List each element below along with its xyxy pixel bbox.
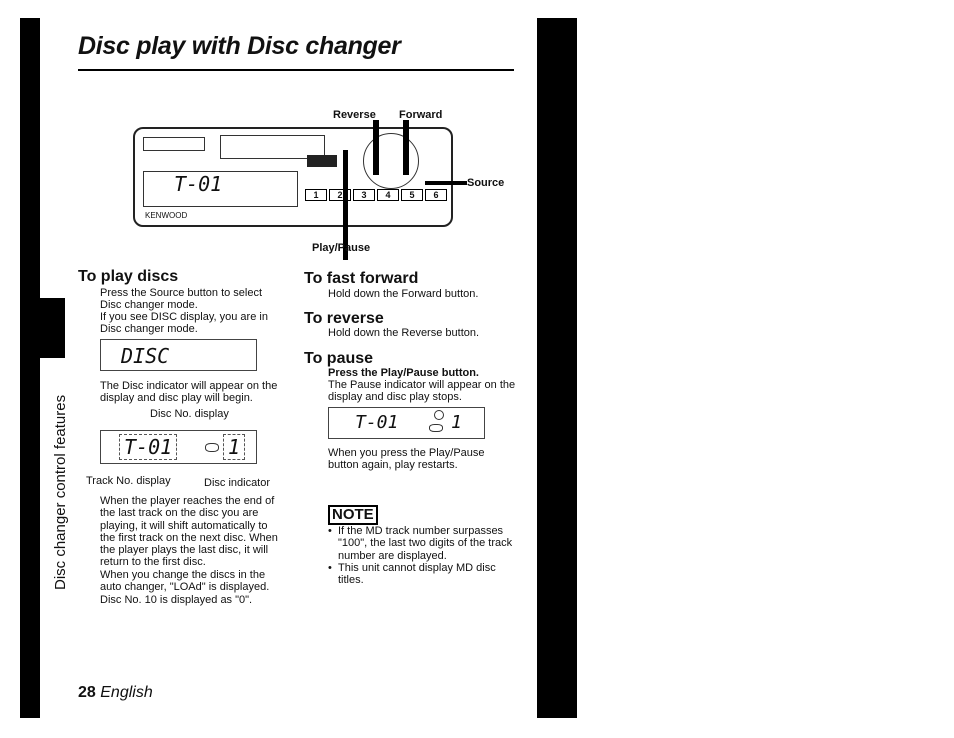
section-side-label: Disc changer control features bbox=[52, 394, 69, 590]
control-dial bbox=[363, 133, 419, 189]
page-title: Disc play with Disc changer bbox=[78, 32, 401, 60]
note-list: If the MD track number surpasses "100", … bbox=[328, 525, 513, 586]
head-unit-illustration: T-01 KENWOOD 1 2 3 4 5 6 bbox=[133, 127, 453, 227]
play-pause-pointer bbox=[343, 150, 348, 260]
disc-no-label: Disc No. display bbox=[150, 408, 229, 420]
play-disc-mode-note: If you see DISC display, you are in Disc… bbox=[100, 311, 268, 336]
play-pause-button bbox=[307, 155, 337, 167]
disc-indicator-icon bbox=[429, 424, 443, 432]
preset-buttons: 1 2 3 4 5 6 bbox=[305, 189, 447, 201]
pause-restart-text: When you press the Play/Pause button aga… bbox=[328, 447, 485, 472]
lcd-disc-no: 1 bbox=[223, 434, 246, 460]
lcd-pause-track: T-01 bbox=[355, 412, 399, 433]
pause-indicator-icon bbox=[434, 410, 444, 420]
preset-3: 3 bbox=[353, 189, 375, 201]
lcd-disc: DISC bbox=[100, 339, 257, 371]
language-label: English bbox=[100, 684, 153, 701]
play-pause-label: Play/Pause bbox=[312, 242, 371, 254]
reverse-text: Hold down the Reverse button. bbox=[328, 327, 480, 339]
lcd-pause-disc: 1 bbox=[451, 412, 462, 433]
preset-1: 1 bbox=[305, 189, 327, 201]
lcd-track-disc: T-01 1 bbox=[100, 430, 257, 464]
lcd-pause: T-01 1 bbox=[328, 407, 485, 439]
ff-heading: To fast forward bbox=[304, 270, 419, 287]
preset-6: 6 bbox=[425, 189, 447, 201]
play-step: Press the Source button to select Disc c… bbox=[100, 287, 280, 312]
play-heading: To play discs bbox=[78, 268, 179, 285]
play-auto-shift-text: When the player reaches the end of the l… bbox=[100, 495, 278, 569]
cd-slot bbox=[220, 135, 325, 159]
arrow-buttons bbox=[143, 137, 205, 151]
page-number: 28 bbox=[78, 684, 96, 701]
device-lcd: T-01 bbox=[143, 171, 298, 207]
ff-text: Hold down the Forward button. bbox=[328, 288, 479, 300]
note-item: This unit cannot display MD disc titles. bbox=[328, 562, 513, 587]
pause-indicator-text: The Pause indicator will appear on the d… bbox=[328, 379, 516, 404]
note-item: If the MD track number surpasses "100", … bbox=[328, 525, 513, 562]
preset-2: 2 bbox=[329, 189, 351, 201]
note-label: NOTE bbox=[328, 505, 378, 525]
source-label: Source bbox=[467, 177, 505, 189]
reverse-heading: To reverse bbox=[304, 310, 384, 327]
right-edge-bar bbox=[537, 18, 577, 718]
left-edge-bar bbox=[20, 18, 40, 718]
pause-step: Press the Play/Pause button. bbox=[328, 367, 479, 379]
reverse-label: Reverse bbox=[333, 109, 376, 121]
source-pointer bbox=[425, 181, 467, 185]
play-load-text: When you change the discs in the auto ch… bbox=[100, 569, 270, 606]
page-footer: 28 English bbox=[78, 684, 153, 702]
reverse-pointer bbox=[373, 120, 379, 175]
preset-5: 5 bbox=[401, 189, 423, 201]
preset-4: 4 bbox=[377, 189, 399, 201]
disc-indicator-label: Disc indicator bbox=[204, 477, 271, 489]
section-tab bbox=[40, 298, 65, 358]
pause-heading: To pause bbox=[304, 350, 374, 367]
track-no-label: Track No. display bbox=[86, 475, 171, 487]
forward-pointer bbox=[403, 120, 409, 175]
play-step-1: Press the Source button to select bbox=[100, 287, 263, 299]
play-step-1b: Disc changer mode. bbox=[100, 299, 198, 312]
forward-label: Forward bbox=[399, 109, 443, 121]
disc-indicator-icon bbox=[205, 443, 219, 452]
lcd-track: T-01 bbox=[119, 434, 178, 460]
play-indicator-text: The Disc indicator will appear on the di… bbox=[100, 380, 278, 405]
brand-logo: KENWOOD bbox=[145, 211, 188, 220]
title-rule bbox=[78, 69, 514, 71]
